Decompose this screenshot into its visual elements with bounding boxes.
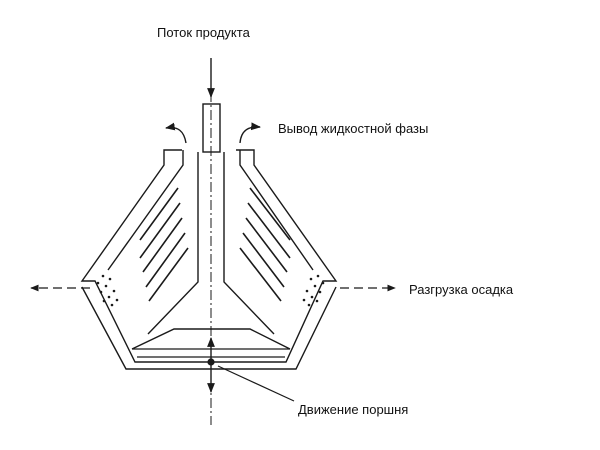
piston-movement-label: Движение поршня	[298, 402, 409, 417]
piston-leader	[217, 365, 295, 402]
feed-pipe	[202, 103, 221, 153]
bowl-wall-right	[211, 149, 338, 363]
sediment-right	[302, 274, 325, 307]
disc-stack-right	[239, 150, 314, 271]
distributor-left	[147, 152, 199, 335]
liquid-outlet-arrow-left	[165, 122, 187, 144]
bowl-wall-left	[80, 149, 211, 363]
discs-right	[239, 187, 291, 302]
distributor-right	[223, 152, 275, 335]
liquid-outlet-label: Вывод жидкостной фазы	[278, 121, 429, 136]
discs-left	[139, 187, 189, 302]
sediment-left	[96, 274, 119, 307]
piston-joint	[207, 358, 215, 366]
product-flow-label: Поток продукта	[157, 25, 250, 40]
sediment-discharge-label: Разгрузка осадка	[409, 282, 514, 297]
disc-stack-left	[107, 150, 184, 271]
liquid-outlet-arrow-right	[239, 122, 261, 144]
piston-plate	[131, 328, 291, 350]
